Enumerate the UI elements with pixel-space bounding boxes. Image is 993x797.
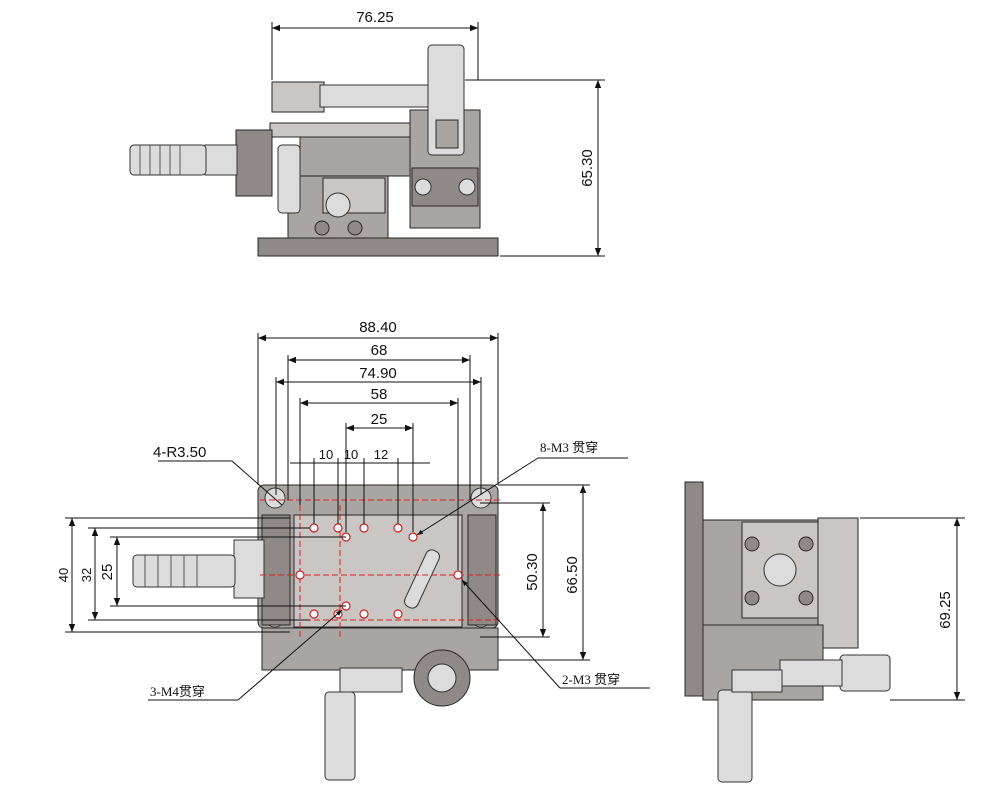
front-upper-stage [299,135,411,177]
front-post-clamp [435,119,459,149]
dim-74-90: 74.90 [359,365,397,382]
front-lock-knob [325,192,351,218]
front-top-micrometer [319,84,441,108]
side-micrometer-thimble [839,654,891,692]
side-vertical-micrometer [717,689,753,783]
dim-10-b: 10 [344,447,358,462]
dim-76-25: 76.25 [356,9,394,26]
front-screw [314,220,330,236]
top-micrometer-housing [233,539,265,599]
dim-69-25: 69.25 [937,591,954,629]
dim-25-vertical: 25 [99,564,116,581]
front-screw [347,220,363,236]
front-screw [414,178,432,196]
bottom-micrometer [324,691,356,781]
m3-hole [309,523,319,533]
side-screw [744,590,760,606]
front-carriage [269,122,411,138]
front-vertical-micrometer [277,144,301,214]
side-right-slide [817,517,859,649]
lock-knob-center [427,663,457,693]
side-base-plate [684,481,704,697]
dim-88-40: 88.40 [359,319,397,336]
dim-58: 58 [371,386,388,403]
front-micrometer-housing [235,129,273,197]
dim-40: 40 [56,568,71,582]
callout-corner-radius: 4-R3.50 [153,444,206,461]
dim-10-a: 10 [319,447,333,462]
side-vertical-micrometer-arm [731,669,783,693]
callout-3-m4: 3-M4贯穿 [150,684,205,699]
front-view: 76.25 65.30 [129,9,605,257]
top-table [293,514,463,628]
m3-hole [393,523,403,533]
m3-hole [309,609,319,619]
callout-8-m3: 8-M3 贯穿 [540,440,598,455]
dim-32: 32 [79,568,94,582]
callout-2-m3: 2-M3 贯穿 [562,672,620,687]
front-screw [458,178,476,196]
side-screw [744,536,760,552]
m3-hole [333,523,343,533]
m3-hole [408,532,418,542]
dim-25: 25 [371,411,388,428]
m4-hole [295,570,305,580]
dim-65-30: 65.30 [579,149,596,187]
front-base-plate [257,237,499,257]
dim-50-30: 50.30 [524,553,541,591]
dim-68: 68 [371,342,388,359]
side-micrometer-sleeve [779,659,843,687]
top-view: 88.40 68 74.90 58 25 10 10 12 40 32 [56,319,650,781]
adjust-slot [404,549,440,609]
bottom-micrometer-arm [339,667,403,693]
m3-hole [359,523,369,533]
front-top-clamp [271,81,325,113]
front-micrometer-thimble [129,144,207,176]
side-screw [798,536,814,552]
m3-hole [359,609,369,619]
side-view: 69.25 [684,481,965,783]
left-rail [261,514,291,626]
right-rail [467,514,497,626]
front-micrometer-sleeve [204,144,238,176]
dim-12: 12 [374,447,388,462]
side-screw [798,590,814,606]
dim-66-50: 66.50 [564,556,581,594]
m3-hole [453,570,463,580]
side-lock-knob [763,553,797,587]
m3-hole [393,609,403,619]
